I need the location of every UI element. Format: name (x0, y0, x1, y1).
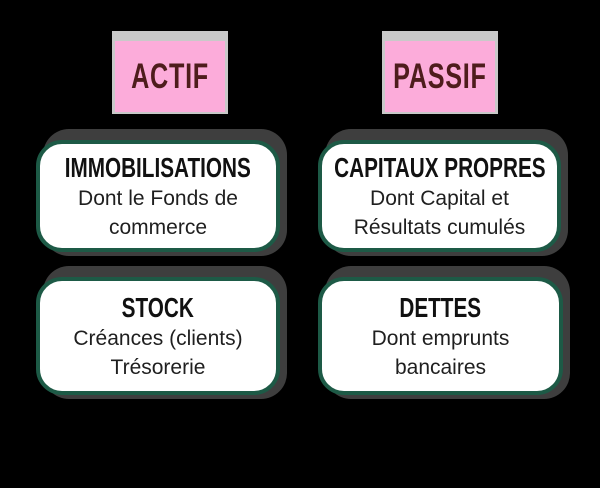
card-immobilisations-title: IMMOBILISATIONS (64, 151, 252, 183)
card-dettes: DETTES Dont emprunts bancaires (318, 277, 563, 395)
actif-header-box: ACTIF (115, 41, 225, 112)
card-stock: STOCK Créances (clients) Trésorerie (36, 277, 280, 395)
card-capitaux-propres: CAPITAUX PROPRES Dont Capital et Résulta… (318, 140, 561, 252)
passif-header-label: PASSIF (393, 56, 487, 96)
card-dettes-body-line: bancaires (394, 355, 487, 379)
card-immobilisations: IMMOBILISATIONS Dont le Fonds de commerc… (36, 140, 280, 252)
card-stock-body-line: Trésorerie (110, 355, 206, 379)
card-stock-title: STOCK (121, 291, 195, 323)
actif-header-backing: ACTIF (112, 31, 228, 114)
actif-header-label: ACTIF (131, 56, 209, 96)
passif-header-backing: PASSIF (382, 31, 498, 114)
card-immobilisations-body-line: commerce (108, 215, 208, 239)
card-dettes-title: DETTES (399, 291, 482, 323)
card-dettes-body-line: Dont emprunts (371, 326, 510, 350)
passif-header-box: PASSIF (385, 41, 495, 112)
card-capitaux-propres-body-line: Résultats cumulés (353, 215, 526, 239)
card-capitaux-propres-title: CAPITAUX PROPRES (333, 151, 546, 183)
card-immobilisations-body-line: Dont le Fonds de (78, 186, 238, 210)
card-capitaux-propres-body-line: Dont Capital et (370, 186, 509, 210)
card-stock-body-line: Créances (clients) (73, 326, 243, 350)
